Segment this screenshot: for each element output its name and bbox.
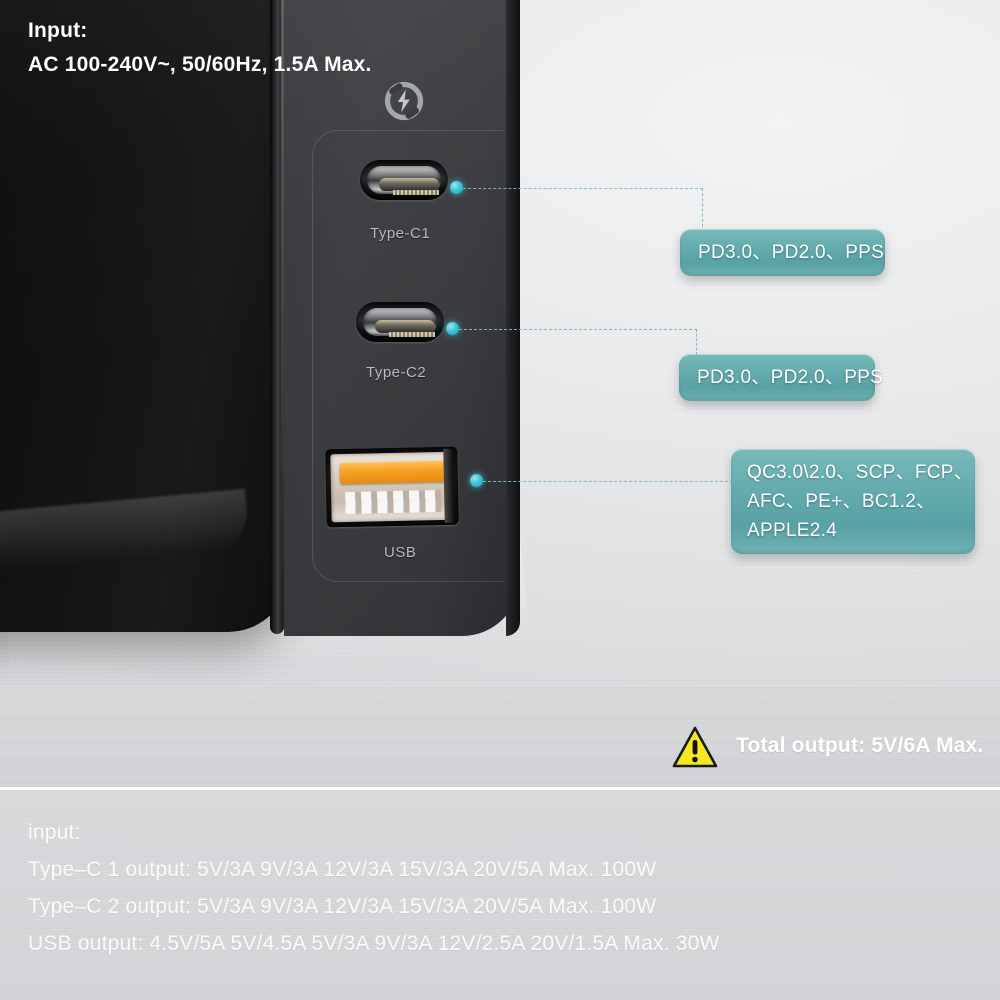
usb-contacts: [345, 489, 442, 514]
usb-right-wall: [443, 448, 455, 523]
spec-band-texture: [0, 686, 1000, 787]
warning-triangle-icon: [672, 726, 718, 768]
type-c2-pins: [389, 332, 435, 337]
connector-line-type-c1-v: [702, 188, 703, 232]
type-c1-tongue: [379, 178, 439, 195]
charger-edge-gloss: [281, 0, 285, 628]
detail-row-type-c2: Type–C 2 output: 5V/3A 9V/3A 12V/3A 15V/…: [28, 895, 657, 918]
connector-line-type-c1-h: [463, 188, 703, 189]
detail-lines: input: Type–C 1 output: 5V/3A 9V/3A 12V/…: [28, 814, 720, 962]
connector-line-type-c2-h: [459, 329, 697, 330]
port-type-c1: [360, 160, 448, 200]
port-group-outline: [312, 130, 505, 582]
charger-edge-spine: [270, 0, 284, 634]
port-label-type-c1: Type-C1: [370, 225, 431, 242]
connector-dot-type-c2: [446, 322, 459, 335]
detail-block-texture: [0, 790, 1000, 1000]
connector-dot-type-c1: [450, 181, 463, 194]
connector-dot-usb: [470, 474, 483, 487]
callout-usb[interactable]: QC3.0\2.0、SCP、FCP、 AFC、PE+、BC1.2、 APPLE2…: [731, 449, 975, 554]
callout-type-c2[interactable]: PD3.0、PD2.0、PPS: [679, 354, 884, 401]
type-c1-pins: [393, 190, 439, 195]
usb-shell: [330, 451, 450, 523]
total-output-text: Total output: 5V/6A Max.: [736, 734, 984, 757]
connector-line-type-c2-v: [696, 329, 697, 355]
detail-block: input: Type–C 1 output: 5V/3A 9V/3A 12V/…: [0, 790, 1000, 1000]
callout-usb-line-2: AFC、PE+、BC1.2、: [747, 491, 936, 512]
callout-type-c1[interactable]: PD3.0、PD2.0、PPS: [680, 229, 885, 276]
callout-usb-line-1: QC3.0\2.0、SCP、FCP、: [747, 462, 974, 483]
callout-usb-line-3: APPLE2.4: [747, 520, 838, 541]
band-separator: [0, 787, 1000, 790]
input-label: Input:: [28, 19, 88, 42]
type-c2-inner: [363, 308, 437, 337]
callout-type-c2-line-1: PD3.0、PD2.0、PPS: [697, 367, 884, 388]
charger-face-right-edge: [506, 0, 520, 636]
port-type-c2: [356, 302, 444, 342]
callout-type-c1-line-1: PD3.0、PD2.0、PPS: [698, 242, 885, 263]
connector-line-usb-h: [483, 481, 738, 482]
charger-body-sheen: [0, 0, 290, 632]
charger-body-side: [0, 0, 290, 632]
port-label-usb: USB: [384, 544, 417, 561]
port-usb: [325, 446, 459, 528]
input-spec-group: Input: AC 100-240V~, 50/60Hz, 1.5A Max.: [28, 14, 372, 82]
spec-band: [0, 686, 1000, 787]
type-c2-tongue: [375, 320, 435, 337]
input-value: AC 100-240V~, 50/60Hz, 1.5A Max.: [28, 53, 372, 76]
charger-device: Type-C1 Type-C2 USB: [0, 0, 520, 660]
detail-row-type-c1: Type–C 1 output: 5V/3A 9V/3A 12V/3A 15V/…: [28, 858, 657, 881]
port-label-type-c2: Type-C2: [366, 364, 427, 381]
product-photo: Type-C1 Type-C2 USB: [0, 0, 1000, 686]
type-c1-inner: [367, 166, 441, 195]
usb-orange-tongue: [339, 460, 446, 485]
detail-heading: input:: [28, 821, 81, 844]
lightning-bolt-icon: [381, 78, 427, 124]
detail-row-usb: USB output: 4.5V/5A 5V/4.5A 5V/3A 9V/3A …: [28, 932, 720, 955]
